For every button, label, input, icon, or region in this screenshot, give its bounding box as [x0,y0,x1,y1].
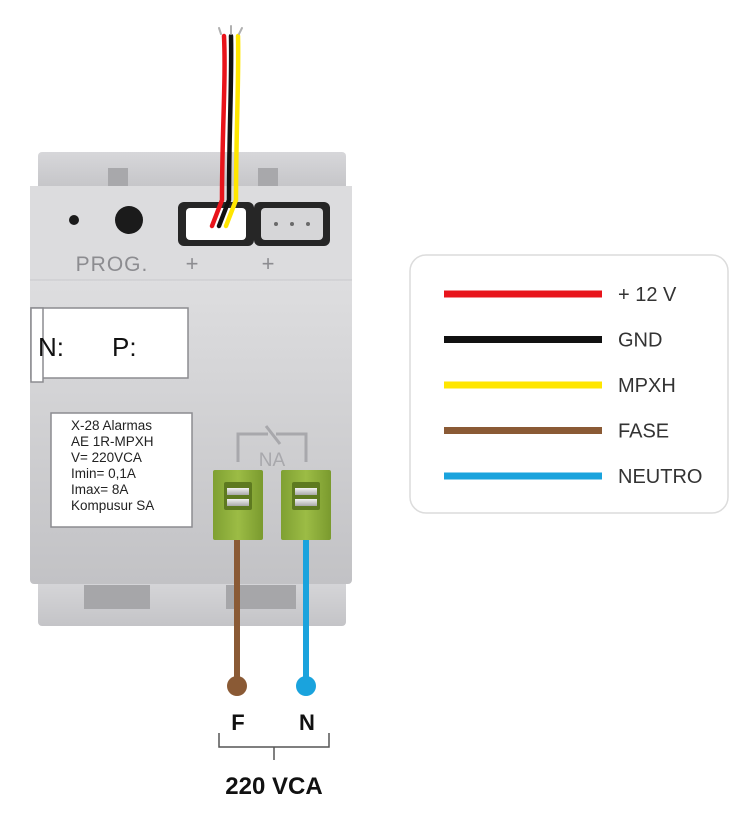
bottom-clip-left [84,585,150,609]
wire-red [209,33,227,229]
fase-label: F [231,710,244,735]
spec-text: X-28 Alarmas AE 1R-MPXH V= 220VCA Imin= … [71,418,157,513]
spec-line-3: V= 220VCA [71,450,142,465]
signal-cable [209,25,243,229]
top-clip-right [258,168,278,190]
spec-line-4: Imin= 0,1A [71,466,136,481]
wire-yellow [223,33,241,229]
relay-symbol [236,425,308,462]
legend-label: GND [618,330,662,352]
prog-button[interactable] [115,206,143,234]
supply-bracket [218,733,330,748]
neutro-terminal-end [296,676,316,696]
legend-label: MPXH [618,375,676,397]
spec-line-1: X-28 Alarmas [71,418,152,433]
module-top-rail [38,152,346,190]
terminal-block-right [281,470,331,540]
supply-label: 220 VCA [225,773,322,800]
legend-label: FASE [618,421,669,443]
wire-black [216,33,234,229]
connector-2-plus: + [262,251,275,276]
prog-led [69,215,79,225]
prog-label: PROG. [76,253,149,276]
id-label: N: P: [30,307,189,383]
spec-line-5: Imax= 8A [71,482,128,497]
connector-2 [254,202,330,246]
spec-line-6: Kompusur SA [71,498,154,513]
fase-terminal-end [227,676,247,696]
connector-1-plus: + [186,251,199,276]
connector-1 [178,202,254,246]
spec-label: X-28 Alarmas AE 1R-MPXH V= 220VCA Imin= … [50,412,193,528]
legend: + 12 V GND MPXH FASE NEUTRO [409,254,729,514]
id-label-n: N: [38,332,64,362]
terminal-block-left [213,470,263,540]
neutro-label: N [299,710,315,735]
legend-label: + 12 V [618,284,677,306]
spec-line-2: AE 1R-MPXH [71,434,154,449]
legend-label: NEUTRO [618,466,702,488]
relay-label: NA [259,450,286,471]
id-label-p: P: [112,332,137,362]
top-clip-left [108,168,128,190]
